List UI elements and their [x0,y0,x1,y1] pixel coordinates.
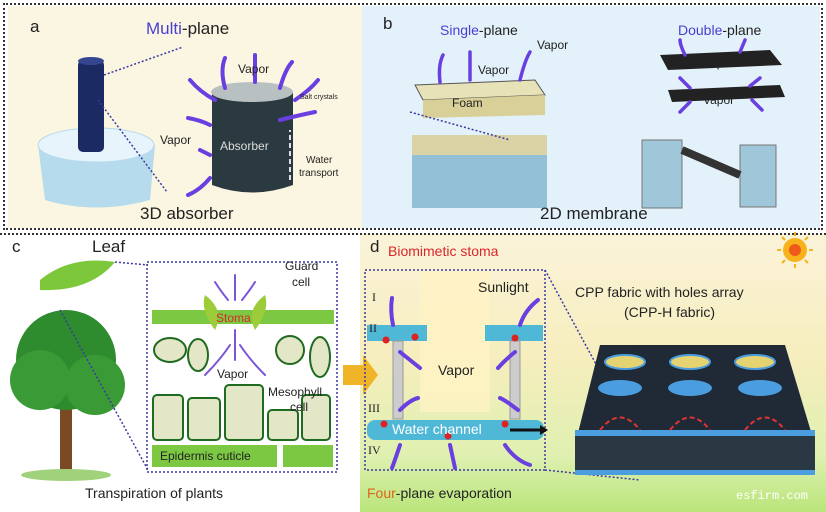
single-plane-label: Single-plane [440,22,518,38]
fabric-title-line-2: (CPP-H fabric) [624,304,716,320]
cpp-h-fabric-illustration [575,345,815,475]
panel-d-caption: Four-plane evaporation [367,486,512,500]
water-channel-label: Water channel [392,421,482,437]
leaf-cross-section [152,295,334,467]
epidermis-label: Epidermis cuticle [160,449,251,463]
vapor-label-d: Vapor [438,362,475,378]
vapor-label-c: Vapor [217,367,249,381]
plane-i-label: I [372,290,376,304]
panel-c-caption: Transpiration of plants [85,485,223,501]
panel-b-letter: b [383,14,393,33]
vapor-label-b1: Vapor [537,38,569,52]
plane-ii-label: II [369,321,377,335]
vapor-arrows-b [437,38,764,114]
panel-a-title: Multi-plane [146,20,229,37]
watermark: esfirm.com [736,489,809,503]
plane-iv-label: IV [368,443,381,457]
water-transport-label-1: Water [306,155,333,166]
salt-crystals-label: Salt crystals [300,94,338,101]
vapor-arrows-a [186,53,320,197]
vapor-label-b4: Vapor [703,93,735,107]
caption-rest: -plane evaporation [395,485,512,501]
stoma-illustration [367,272,548,440]
double-plane-label: Double-plane [678,22,762,38]
water-transport-label-2: transport [299,168,339,179]
absorber-cylinder [211,82,293,193]
guard-cell-label-1: Guard [285,259,319,273]
vapor-label-side: Vapor [160,133,192,147]
panel-a-letter: a [30,17,40,36]
double-plane-illustration [641,50,785,209]
absorber-label: Absorber [220,139,269,153]
leaf-label: Leaf [92,237,126,256]
stoma-label: Stoma [216,311,251,325]
mesophyll-label-1: Mesophyll [268,385,323,399]
panel-d-letter: d [370,237,380,256]
single-plane-illustration [409,79,547,208]
fabric-title-line-1: CPP fabric with holes array [575,284,744,300]
four-highlight: Four [367,485,396,501]
vapor-label-b3: Vapor [703,56,735,70]
sun-icon [777,232,813,268]
beaker-illustration [37,57,155,208]
panel-c-letter: c [12,237,21,256]
vapor-label-b2: Vapor [478,63,510,77]
transition-arrow [343,355,378,395]
guard-cell-label-2: cell [292,275,311,289]
vapor-arrows-d [389,296,540,470]
multi-plane-highlight: Multi [146,19,182,38]
panel-b-caption: 2D membrane [540,204,648,223]
vapor-label-top: Vapor [238,62,270,76]
tree-illustration [10,260,125,481]
title-rest: -plane [181,19,230,38]
bottom-divider [0,233,826,235]
foam-label: Foam [452,96,483,110]
vapor-arrows-c [204,274,266,376]
panel-a-caption: 3D absorber [140,204,234,223]
sunlight-label: Sunlight [478,279,529,295]
plane-iii-label: III [368,401,380,415]
biomimetic-stoma-title: Biomimetic stoma [388,243,499,259]
mesophyll-label-2: cell [290,400,309,414]
top-frame [3,3,823,230]
